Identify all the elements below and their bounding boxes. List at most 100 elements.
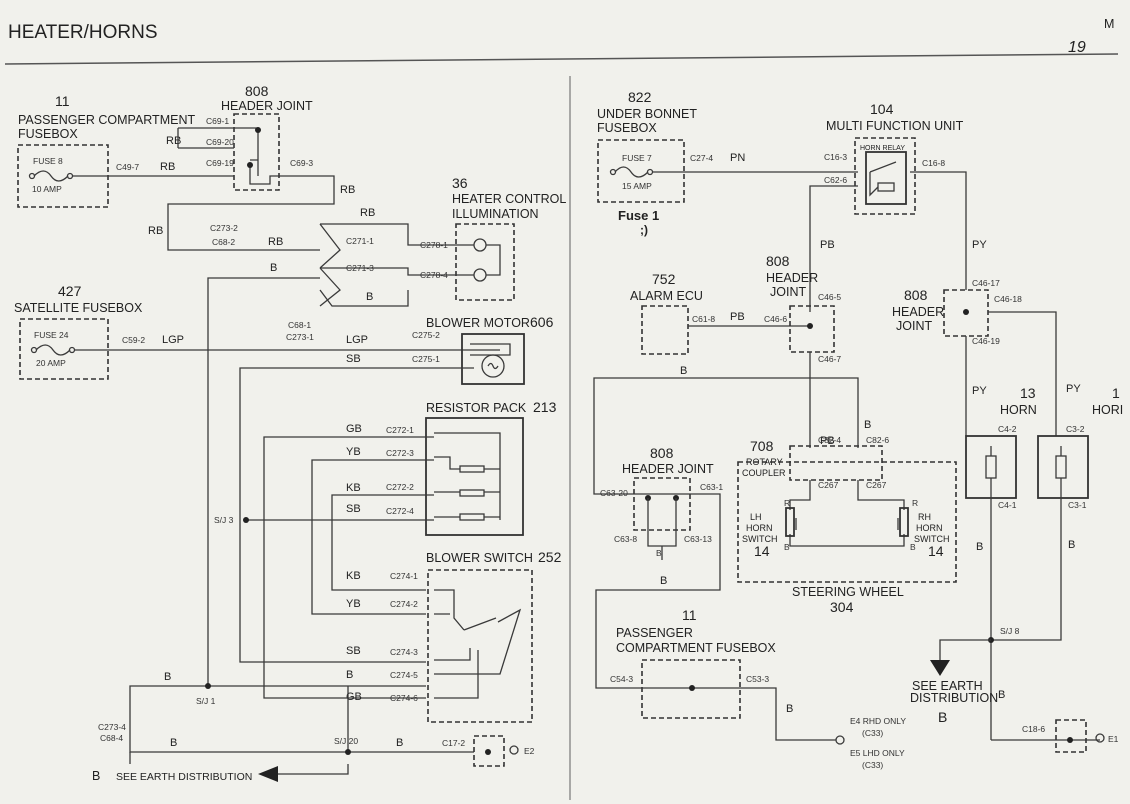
conn-c16-3: C16-3 [824,152,847,162]
hj-lower-number: 808 [650,445,674,461]
wire-path-sb-1 [239,367,474,663]
wire-b-9: B [1068,539,1075,551]
fuse-7-symbol [609,166,654,178]
earth-e4-icon [835,735,845,745]
wire-yb-2: YB [346,598,361,610]
conn-c278-1: C278-1 [420,240,448,250]
wire-path-mfu [809,171,967,312]
sat-fusebox-label: SATELLITE FUSEBOX [14,301,143,315]
earth-e5-conn: (C33) [862,760,883,770]
conn-c68-2: C68-2 [212,237,235,247]
annotation-fuse-1: Fuse 1 [618,208,659,223]
satellite-fusebox [19,318,109,380]
sat-fusebox-number: 427 [58,283,82,299]
mfu-number: 104 [870,101,894,117]
hj-mid-label-1: HEADER [766,271,818,285]
wire-b-13: B [998,689,1005,701]
conn-c271-3: C271-3 [346,263,374,273]
hj-mid-label-2: JOINT [770,285,806,299]
page-number: 19 [1068,39,1086,56]
wire-path-py [965,311,1057,436]
pc-fusebox-label-2: FUSEBOX [18,127,78,141]
hj-right-label-1: HEADER [892,305,944,319]
earth-e1-icon [1095,733,1105,743]
wire-pb-2: PB [730,311,745,323]
conn-c272-3: C272-3 [386,448,414,458]
lh-sw-label-1: LH [750,512,762,522]
pc-fusebox-r-label-2: COMPARTMENT FUSEBOX [616,641,776,655]
splice-sj3-label: S/J 3 [214,515,234,525]
horn-2 [1037,435,1089,499]
alarm-ecu [641,305,689,355]
wire-sb-2: SB [346,503,361,515]
conn-c273-2: C273-2 [210,223,238,233]
conn-c69-3: C69-3 [290,158,313,168]
wire-lgp-1: LGP [162,334,184,346]
wire-path-pb-down [593,352,859,495]
rh-horn-switch [899,507,909,537]
wire-py-1: PY [972,239,987,251]
rh-sw-label-3: SWITCH [914,534,950,544]
wire-kb-2: KB [346,570,361,582]
blower-switch-contacts [434,589,522,699]
conn-c82-6: C82-6 [866,435,889,445]
conn-c4-2: C4-2 [998,424,1017,434]
splice-sj3 [243,517,249,523]
earth-e2-connector [473,735,505,767]
conn-c278-4: C278-4 [420,270,448,280]
conn-c46-19: C46-19 [972,336,1000,346]
wire-rb-1: RB [166,135,181,147]
hj-top-splice-1 [255,127,261,133]
wire-kb-1: KB [346,482,361,494]
blower-motor-label: BLOWER MOTOR [426,316,530,330]
ub-fusebox-number: 822 [628,89,652,105]
wire-path-resistor [246,436,434,699]
arrow-down-icon [930,660,950,676]
fuse-7-amp: 15 AMP [622,181,652,191]
fuse-8-symbol [28,170,108,182]
wire-b-6: B [396,737,403,749]
wire-b-3: B [346,669,353,681]
earth-e1-connector [1055,719,1087,753]
annotation-smiley: ;) [640,223,648,237]
conn-c274-3: C274-3 [390,647,418,657]
conn-c63-13: C63-13 [684,534,712,544]
lh-sw-label-3: SWITCH [742,534,778,544]
wire-r-rh: R [912,498,918,508]
conn-c272-1: C272-1 [386,425,414,435]
horn-2-label: HORI [1092,403,1123,417]
conn-c63-20: C63-20 [600,488,628,498]
blower-motor-number: 606 [530,314,554,330]
conn-c274-1: C274-1 [390,571,418,581]
hj-right-label-2: JOINT [896,319,932,333]
conn-c82-4: C82-4 [818,435,841,445]
rh-sw-label-1: RH [918,512,931,522]
splice-sj20-label: S/J 20 [334,736,358,746]
wire-path-horn-earth [990,446,1062,740]
conn-c46-18: C46-18 [994,294,1022,304]
wire-py-2: PY [972,385,987,397]
conn-c272-4: C272-4 [386,506,414,516]
wire-b-1: B [270,262,277,274]
earth-e2-icon [509,745,519,755]
conn-c69-1: C69-1 [206,116,229,126]
rotary-label-2: COUPLER [742,468,786,478]
wire-b-lh: B [784,542,790,552]
conn-c61-8: C61-8 [692,314,715,324]
resistor-pack-label: RESISTOR PACK [426,401,527,415]
steering-label: STEERING WHEEL [792,585,904,599]
conn-c46-5: C46-5 [818,292,841,302]
wire-rb-5: RB [360,207,375,219]
illumination-bulbs [462,238,501,282]
conn-c69-19: C69-19 [206,158,234,168]
wire-py-3: PY [1066,383,1081,395]
wire-b-11: B [660,575,667,587]
header-joint-lower [633,477,691,531]
splice-sj8-label: S/J 8 [1000,626,1020,636]
wire-sb-1: SB [346,353,361,365]
conn-c274-2: C274-2 [390,599,418,609]
wire-rb-4: RB [148,225,163,237]
wire-b-7: B [680,365,687,377]
fuse-24-amp: 20 AMP [36,358,66,368]
